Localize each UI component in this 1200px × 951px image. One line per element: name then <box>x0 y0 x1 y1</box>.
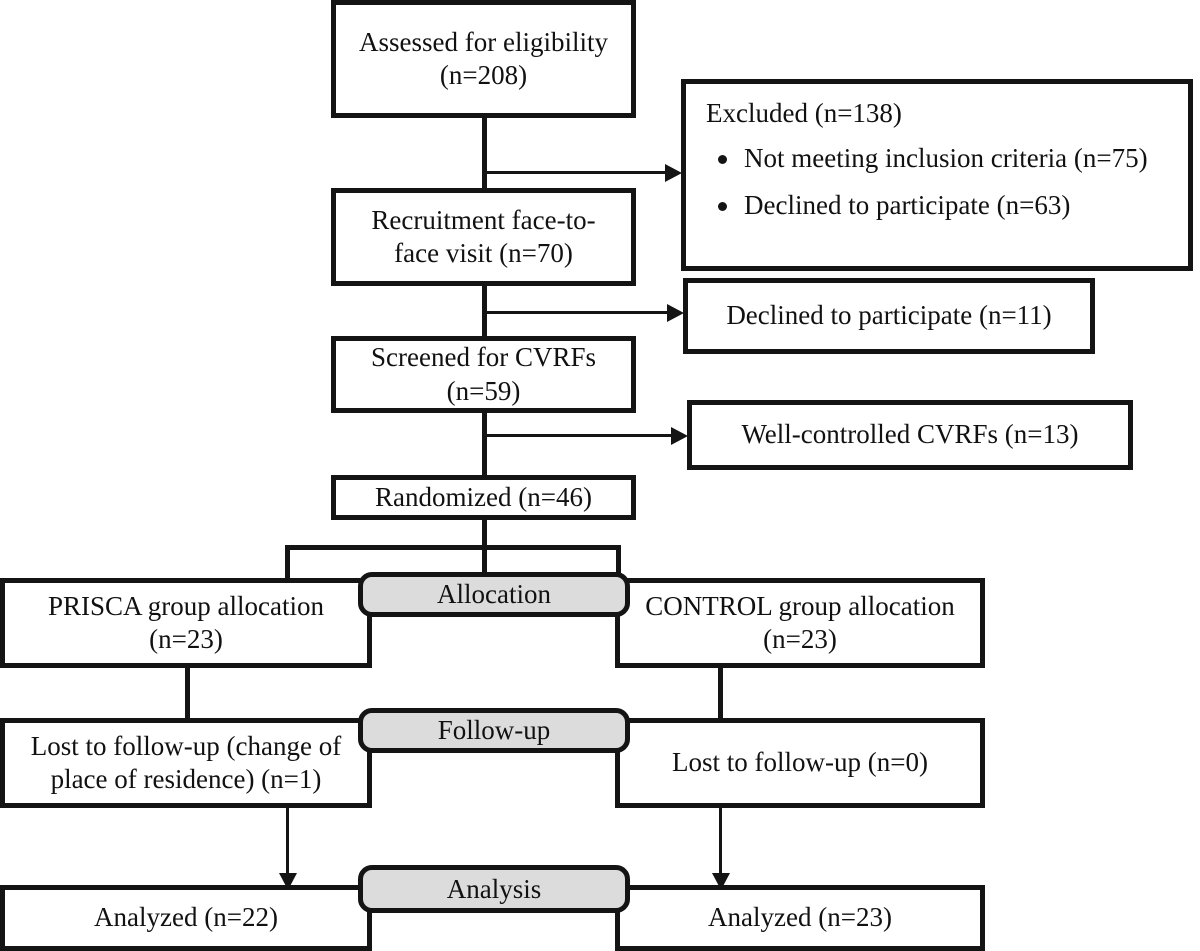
node-prisca-lost-label: Lost to follow-up (change of place of re… <box>30 730 342 794</box>
list-item: Not meeting inclusion criteria (n=75) <box>718 143 1170 174</box>
node-well-controlled-label: Well-controlled CVRFs (n=13) <box>741 419 1079 450</box>
arrowhead-prisca-analysis <box>279 873 297 890</box>
stage-analysis-text: Analysis <box>446 873 542 904</box>
node-prisca-analyzed: Analyzed (n=22) <box>0 885 372 951</box>
connector-screened-to-randomized <box>482 413 487 475</box>
node-excluded-list: Not meeting inclusion criteria (n=75) De… <box>706 143 1170 221</box>
bullet-dot-icon <box>718 155 727 165</box>
arrowhead-control-analysis <box>712 873 730 890</box>
node-assessed-for-eligibility: Assessed for eligibility (n=208) <box>331 0 636 118</box>
arrowhead-well-controlled <box>671 427 688 445</box>
connector-control-alloc-to-followup <box>718 668 723 718</box>
connector-split-left-down <box>285 545 290 580</box>
arrowhead-excluded <box>665 164 682 182</box>
node-declined-label: Declined to participate (n=11) <box>726 300 1052 331</box>
node-control-group-allocation: CONTROL group allocation (n=23) <box>615 578 985 668</box>
node-control-analyzed-label: Analyzed (n=23) <box>708 902 892 933</box>
node-randomized: Randomized (n=46) <box>331 475 636 520</box>
bullet-dot-icon <box>718 202 727 212</box>
arrowhead-declined <box>667 304 684 322</box>
stage-follow-up-text: Follow-up <box>437 715 551 745</box>
connector-allocation-split <box>285 545 621 550</box>
list-item: Declined to participate (n=63) <box>718 190 1170 221</box>
node-excluded-heading: Excluded (n=138) <box>706 98 902 128</box>
node-declined-to-participate: Declined to participate (n=11) <box>683 278 1095 354</box>
connector-prisca-alloc-to-followup <box>185 668 190 718</box>
connector-arm-excluded <box>484 171 672 174</box>
node-recruitment-label: Recruitment face-to- face visit (n=70) <box>371 204 596 268</box>
node-well-controlled-cvrfs: Well-controlled CVRFs (n=13) <box>687 400 1133 470</box>
node-recruitment-visit: Recruitment face-to- face visit (n=70) <box>331 188 636 286</box>
node-excluded: Excluded (n=138) Not meeting inclusion c… <box>681 79 1193 271</box>
node-control-allocation-label: CONTROL group allocation (n=23) <box>645 590 955 654</box>
node-screened-cvrfs: Screened for CVRFs (n=59) <box>331 336 636 413</box>
stage-allocation-text: Allocation <box>437 579 551 609</box>
node-excluded-item-1: Declined to participate (n=63) <box>744 190 1071 221</box>
connector-arm-well-controlled <box>484 434 678 437</box>
stage-label-follow-up: Follow-up <box>358 708 630 753</box>
connector-control-followup-to-analysis <box>719 808 722 888</box>
node-assessed-label: Assessed for eligibility (n=208) <box>359 26 608 90</box>
connector-prisca-followup-to-analysis <box>286 808 289 888</box>
connector-assessed-to-recruitment <box>482 118 487 188</box>
node-prisca-lost-to-followup: Lost to follow-up (change of place of re… <box>0 718 372 808</box>
node-control-analyzed: Analyzed (n=23) <box>615 885 985 951</box>
stage-label-analysis: Analysis <box>358 865 630 913</box>
node-excluded-item-0: Not meeting inclusion criteria (n=75) <box>744 143 1148 173</box>
node-prisca-allocation-label: PRISCA group allocation (n=23) <box>48 590 324 654</box>
node-control-lost-label: Lost to follow-up (n=0) <box>672 747 928 778</box>
connector-arm-declined <box>484 311 674 314</box>
node-screened-label: Screened for CVRFs (n=59) <box>371 342 596 406</box>
connector-split-right-down <box>616 545 621 580</box>
node-control-lost-to-followup: Lost to follow-up (n=0) <box>615 718 985 808</box>
node-randomized-label: Randomized (n=46) <box>375 481 592 512</box>
node-prisca-analyzed-label: Analyzed (n=22) <box>94 902 278 933</box>
node-prisca-group-allocation: PRISCA group allocation (n=23) <box>0 578 372 668</box>
stage-label-allocation: Allocation <box>358 572 630 617</box>
